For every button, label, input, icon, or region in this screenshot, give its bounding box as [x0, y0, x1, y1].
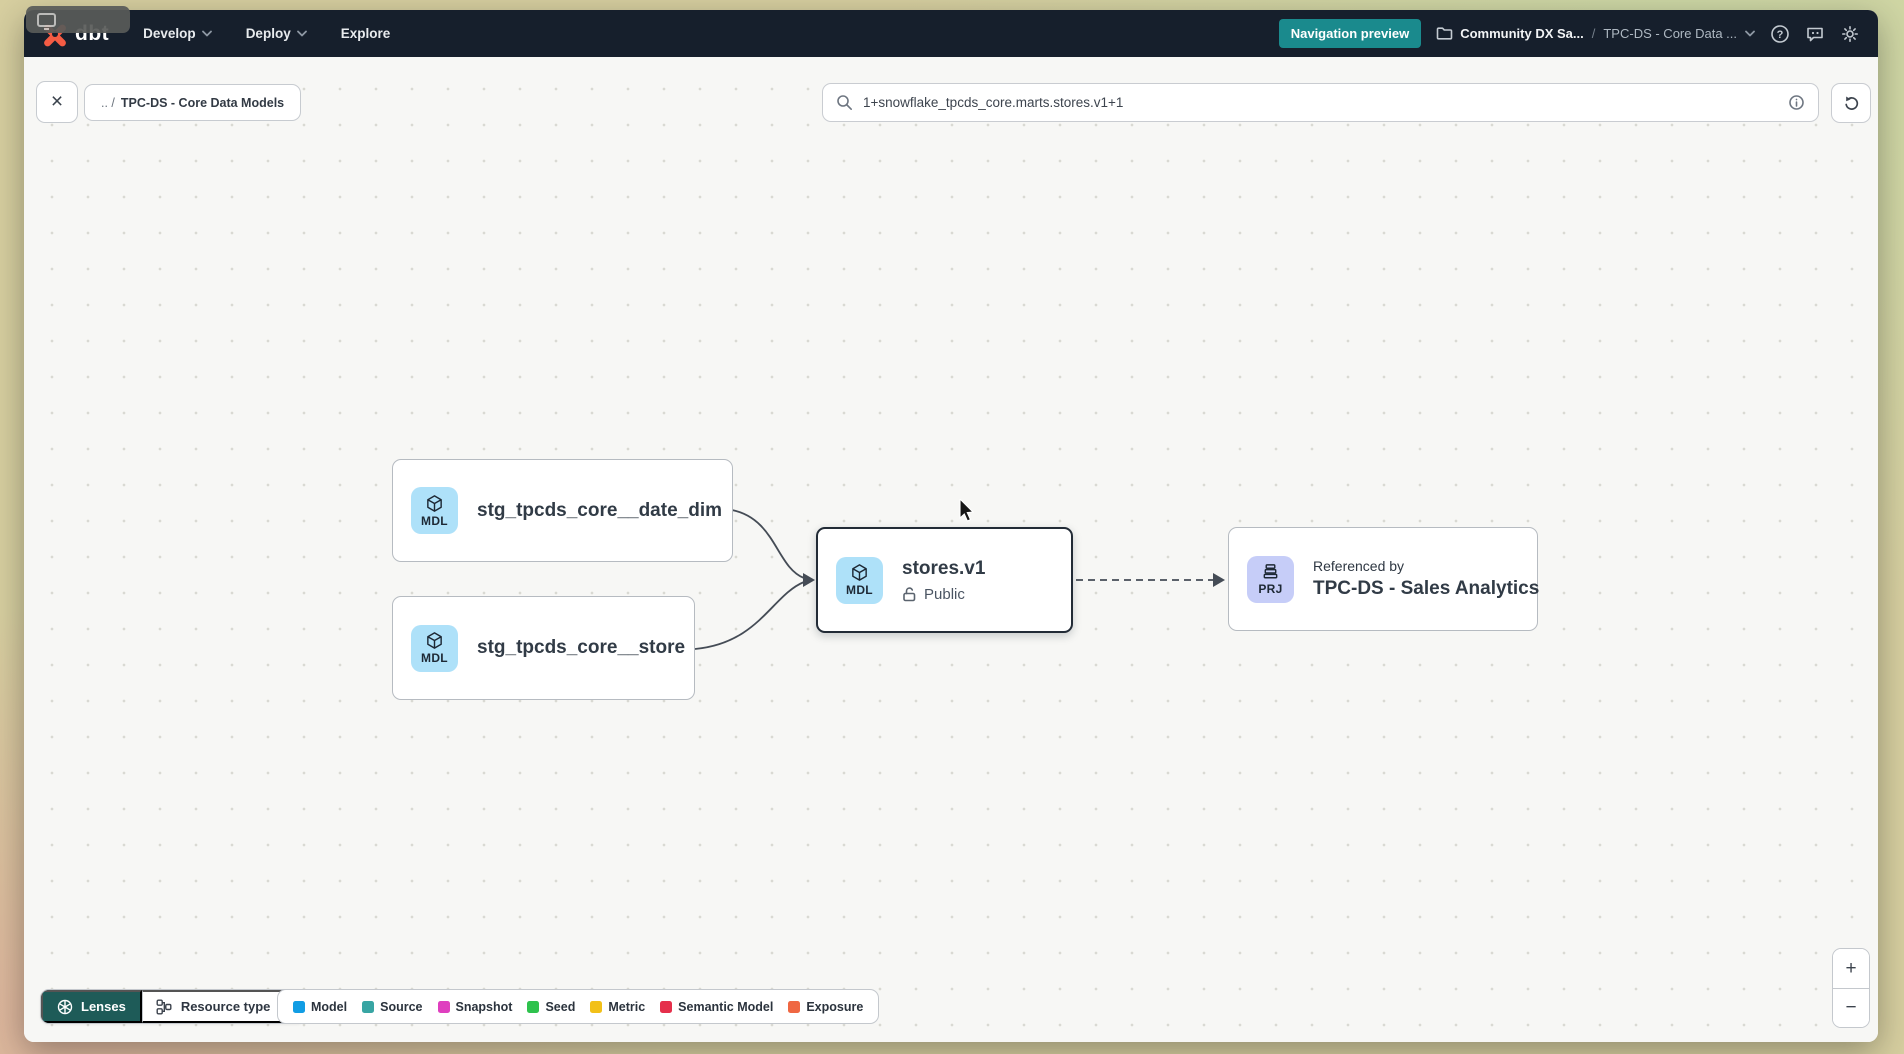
legend-item-source: Source: [362, 1000, 423, 1014]
legend-item-snapshot: Snapshot: [437, 1000, 512, 1014]
refresh-lineage-button[interactable]: [1831, 83, 1871, 123]
model-badge: MDL: [411, 487, 458, 534]
cube-icon: [852, 564, 867, 581]
breadcrumb: Community DX Sa... / TPC-DS - Core Data …: [1436, 25, 1755, 42]
svg-text:?: ?: [1777, 29, 1784, 41]
breadcrumb-project[interactable]: Community DX Sa...: [1436, 25, 1584, 42]
lenses-button[interactable]: Lenses: [41, 990, 142, 1023]
breadcrumb-page[interactable]: TPC-DS - Core Data ...: [1603, 26, 1737, 41]
node-label: stores.v1: [902, 557, 986, 579]
chevron-down-icon: [201, 30, 212, 37]
drawers-icon: [1263, 564, 1278, 579]
lineage-canvas[interactable]: × .. / TPC-DS - Core Data Models: [24, 57, 1878, 1042]
chevron-down-icon: [296, 30, 307, 37]
mouse-cursor: [959, 499, 975, 522]
project-badge: PRJ: [1247, 555, 1294, 603]
folder-icon: [1436, 27, 1453, 40]
model-badge: MDL: [836, 556, 883, 604]
window-chrome-artifact: [26, 6, 130, 33]
refresh-icon: [1844, 96, 1858, 110]
navigation-preview-badge[interactable]: Navigation preview: [1278, 19, 1422, 48]
lenses-control-group: Lenses Resource type: [40, 989, 307, 1024]
node-label: stg_tpcds_core__store: [477, 637, 686, 658]
zoom-controls: + −: [1832, 948, 1870, 1028]
top-navbar: dbt Develop Deploy Explore Navigation pr…: [24, 10, 1878, 57]
model-badge: MDL: [411, 624, 458, 672]
lineage-node-store[interactable]: MDL stg_tpcds_core__store: [392, 596, 695, 700]
lineage-search-bar: [822, 83, 1819, 122]
close-lineage-button[interactable]: ×: [36, 81, 78, 123]
path-prefix: .. /: [101, 95, 115, 110]
zoom-out-button[interactable]: −: [1833, 988, 1869, 1027]
resource-graph-icon: [156, 999, 172, 1015]
node-kicker: Referenced by: [1313, 558, 1405, 574]
legend-item-model: Model: [293, 1000, 347, 1014]
legend-item-seed: Seed: [527, 1000, 575, 1014]
lineage-path-chip[interactable]: .. / TPC-DS - Core Data Models: [84, 84, 302, 121]
node-label: stg_tpcds_core__date_dim: [477, 499, 722, 521]
close-icon: ×: [50, 90, 64, 113]
nav-item-deploy[interactable]: Deploy: [246, 26, 307, 41]
settings-gear-icon[interactable]: [1840, 24, 1860, 44]
legend-swatch: [660, 1000, 673, 1013]
navbar-right: Navigation preview Community DX Sa... / …: [1278, 19, 1860, 48]
legend-item-semantic-model: Semantic Model: [660, 1000, 773, 1014]
legend-swatch: [362, 1000, 375, 1013]
cube-icon: [427, 632, 442, 649]
dbt-app-window: dbt Develop Deploy Explore Navigation pr…: [24, 10, 1878, 1042]
path-name: TPC-DS - Core Data Models: [120, 95, 285, 110]
search-icon: [837, 95, 852, 110]
legend-swatch: [527, 1000, 540, 1013]
unlocked-padlock-icon: [903, 587, 916, 602]
nav-item-develop[interactable]: Develop: [143, 26, 212, 41]
legend-item-metric: Metric: [590, 1000, 645, 1014]
dbt-logo-icon: [42, 21, 68, 48]
legend-swatch: [788, 1000, 801, 1013]
screen-share-icon: [37, 12, 56, 30]
lineage-node-stores-v1[interactable]: MDL stores.v1 Public: [816, 527, 1073, 633]
info-icon[interactable]: [1788, 94, 1805, 111]
resource-legend: Model Source Snapshot Seed Metric Semant…: [277, 989, 880, 1024]
legend-item-exposure: Exposure: [788, 1000, 863, 1014]
chevron-down-icon[interactable]: [1745, 30, 1755, 37]
breadcrumb-separator: /: [1591, 26, 1596, 41]
nav-item-explore[interactable]: Explore: [340, 26, 391, 41]
lineage-node-date-dim[interactable]: MDL stg_tpcds_core__date_dim: [392, 459, 733, 562]
lineage-node-sales-analytics[interactable]: PRJ Referenced by TPC-DS - Sales Analyti…: [1228, 527, 1540, 631]
primary-nav: Develop Deploy Explore: [143, 26, 390, 41]
help-icon[interactable]: ?: [1770, 24, 1790, 44]
feedback-icon[interactable]: [1805, 24, 1825, 44]
node-label: TPC-DS - Sales Analytics: [1313, 578, 1540, 599]
legend-swatch: [590, 1000, 603, 1013]
legend-swatch: [437, 1000, 450, 1013]
node-visibility: Public: [902, 586, 985, 603]
zoom-in-button[interactable]: +: [1833, 949, 1869, 988]
lineage-selector-input[interactable]: [863, 95, 1778, 110]
legend-swatch: [293, 1000, 305, 1013]
lens-aperture-icon: [57, 999, 73, 1014]
cube-icon: [427, 494, 442, 512]
